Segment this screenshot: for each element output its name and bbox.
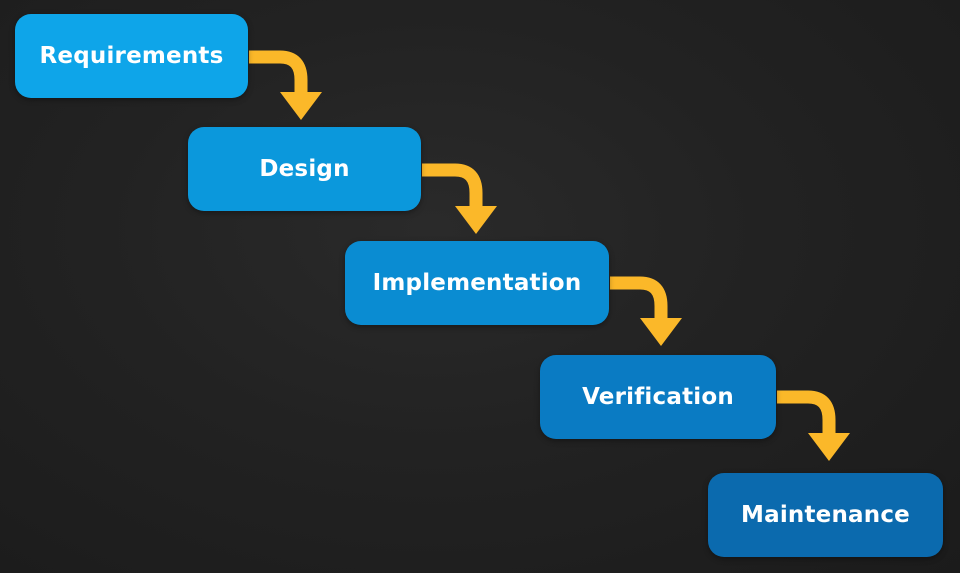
- arrow-design-to-implementation: [422, 163, 497, 234]
- stage-label-implementation: Implementation: [372, 270, 582, 296]
- stage-label-requirements: Requirements: [39, 43, 224, 69]
- stage-maintenance: Maintenance: [708, 473, 943, 557]
- stage-label-design: Design: [259, 156, 350, 182]
- stage-verification: Verification: [540, 355, 776, 439]
- arrow-verification-to-maintenance: [777, 390, 850, 461]
- arrow-implementation-to-verification: [610, 276, 682, 346]
- stage-design: Design: [188, 127, 421, 211]
- stage-implementation: Implementation: [345, 241, 609, 325]
- stage-requirements: Requirements: [15, 14, 248, 98]
- stage-label-maintenance: Maintenance: [741, 502, 910, 528]
- stage-label-verification: Verification: [582, 384, 734, 410]
- arrow-requirements-to-design: [249, 50, 322, 120]
